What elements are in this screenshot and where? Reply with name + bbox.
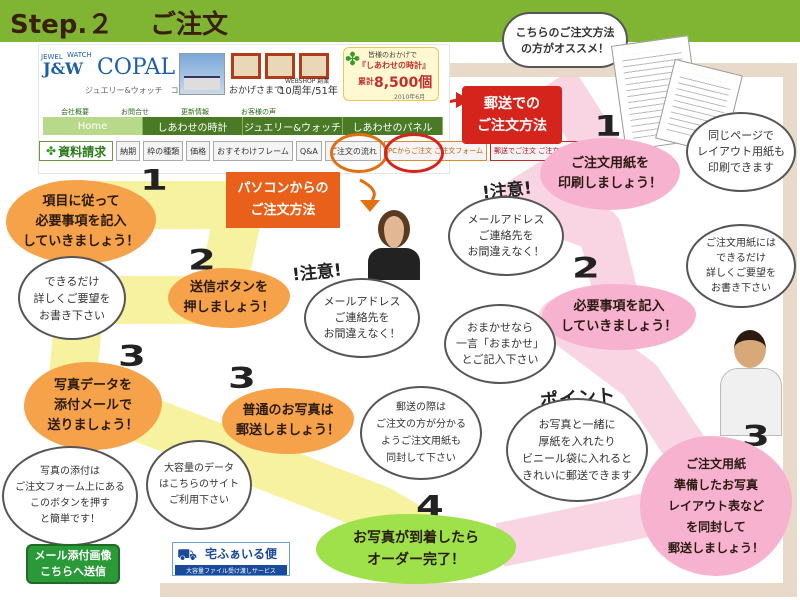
logo-jewel: JEWEL [41, 53, 63, 61]
takuhai-subtitle: 大容量ファイル受け渡しサービス [175, 565, 287, 575]
main-nav: Home しあわせの時計 ジュエリー&ウォッチ しあわせのパネル [43, 117, 443, 135]
takuhai-banner[interactable]: ⛟ 宅ふぁいる便 大容量ファイル受け渡しサービス [172, 542, 290, 576]
logo-jw: J&W [43, 59, 83, 78]
logo-watch: WATCH [67, 51, 92, 59]
subnav-frames[interactable]: 枠の種類 [143, 141, 184, 161]
right-step3-cloud: ご注文用紙 準備したお写真 レイアウト表など を同封して 郵送しましょう！ [640, 436, 792, 576]
woman-body [368, 248, 420, 280]
right-step2-number: 2 [572, 252, 600, 286]
nav-top-voices[interactable]: お客様の声 [241, 108, 276, 116]
arrow-head-to-pc [360, 200, 380, 212]
nav-top: 会社概要 お問合せ 更新情報 お客様の声 [43, 107, 443, 117]
pc-order-highlight [330, 133, 388, 173]
logo-subtitle: ジュエリー&ウォッチ コパル [85, 86, 195, 95]
page-title: ご注文 [150, 10, 229, 40]
nav-top-contact[interactable]: お問合せ [121, 108, 149, 116]
clover-icon: ✤ [345, 49, 361, 70]
clover-small-icon: ✤ [46, 144, 57, 158]
takuhai-name: 宅ふぁいる便 [205, 547, 278, 561]
logo-copal: COPAL [97, 55, 176, 80]
truck-icon: ⛟ [177, 545, 198, 564]
recommend-note: こちらのご注文方法 の方がオススメ！ [502, 12, 628, 68]
nav-panel[interactable]: しあわせのパネル [343, 117, 443, 135]
form-detail-note: ご注文用紙には できるだけ 詳しくご要望を お書き下さい [686, 224, 796, 308]
left-step3a-cloud: 写真データを 添付メールで 送りましょう！ [24, 362, 162, 450]
sales-badge: 皆様のおかげで 『しあわせの時計』 累計 8,500個 2010年6月 [343, 47, 439, 101]
badge-count: 8,500個 [374, 75, 433, 91]
subnav-share-frame[interactable]: おすそわけフレーム [213, 141, 293, 161]
mail-note: 郵送の際は ご注文の方が分かる ようご注文用紙も 同封して下さい [360, 386, 482, 480]
nav-top-updates[interactable]: 更新情報 [181, 108, 209, 116]
pc-method-box: パソコンからの ご注文方法 [226, 172, 340, 228]
staff-woman-photo [360, 210, 430, 280]
badge-date: 2010年6月 [394, 94, 426, 101]
subnav-request[interactable]: ✤資料請求 [39, 141, 114, 161]
nav-home[interactable]: Home [43, 117, 143, 135]
store-photo [179, 53, 225, 95]
webshop-label: WEBSHOP 創業 [285, 78, 330, 85]
subnav-delivery[interactable]: 納期 [116, 141, 141, 161]
right-step2-cloud: 必要事項を記入 していきましょう！ [542, 284, 696, 350]
right-step1-cloud: ご注文用紙を 印刷しましょう！ [540, 138, 680, 210]
large-data-note: 大容量のデータ はこちらのサイト ご利用下さい [146, 440, 252, 530]
badge-line2: 『しあわせの時計』 [358, 61, 430, 70]
step-label: Step.２ [10, 10, 114, 40]
left-step3b-cloud: 普通のお写真は 郵送しましょう！ [222, 388, 354, 454]
frame-thumbnails [231, 53, 329, 79]
man-body [720, 368, 782, 436]
badge-line1: 皆様のおかげで [368, 51, 417, 59]
subnav-price[interactable]: 価格 [186, 141, 211, 161]
left-step1-number: 1 [140, 164, 168, 198]
right-caution-note: メールアドレス ご連絡先を お間違えなく！ [448, 196, 564, 276]
subnav-qa[interactable]: Q&A [295, 141, 322, 161]
same-page-note: 同じページで レイアウト用紙も 印刷できます [686, 112, 796, 192]
nav-clock[interactable]: しあわせの時計 [143, 117, 243, 135]
man-head [734, 330, 766, 368]
mail-method-box: 郵送での ご注文方法 [462, 86, 562, 144]
left-step1-cloud: 項目に従って 必要事項を記入 していきましょう！ [6, 180, 156, 264]
step4-cloud: お写真が到着したら オーダー完了！ [316, 514, 516, 584]
woman-head [378, 210, 410, 248]
slogan-right: 10周年/51年 [279, 86, 338, 97]
nav-top-company[interactable]: 会社概要 [61, 108, 89, 116]
mail-attach-button[interactable]: メール添付画像 こちらへ送信 [26, 544, 120, 584]
left-step3b-number: 3 [228, 362, 256, 396]
attachment-note: 写真の添付は ご注文フォーム上にある このボタンを押す と簡単です！ [2, 446, 138, 546]
nav-jewelry[interactable]: ジュエリー&ウォッチ [243, 117, 343, 135]
staff-man-photo [716, 330, 786, 436]
right-step1-number: 1 [594, 110, 622, 144]
slogan-left: おかげさまで [229, 86, 284, 96]
mail-order-highlight [384, 133, 444, 173]
left-step2-cloud: 送信ボタンを 押しましょう！ [168, 268, 290, 328]
header-bar: Step.２ ご注文 [0, 0, 800, 42]
left-caution-label: !注意! [291, 260, 343, 286]
arrow-to-pc [359, 178, 376, 201]
badge-prefix: 累計 [358, 77, 374, 86]
left-caution-note: メールアドレス ご連絡先を お間違えなく！ [304, 278, 420, 358]
subnav-request-label: 資料請求 [58, 144, 107, 159]
omakase-note: おまかせなら 一言「おまかせ」 とご記入下さい [444, 304, 556, 384]
point-note: お写真と一緒に 厚紙を入れたり ビニール袋に入れると きれいに郵送できます [506, 398, 648, 502]
left-detail-note: できるだけ 詳しくご要望を お書き下さい [18, 256, 126, 340]
